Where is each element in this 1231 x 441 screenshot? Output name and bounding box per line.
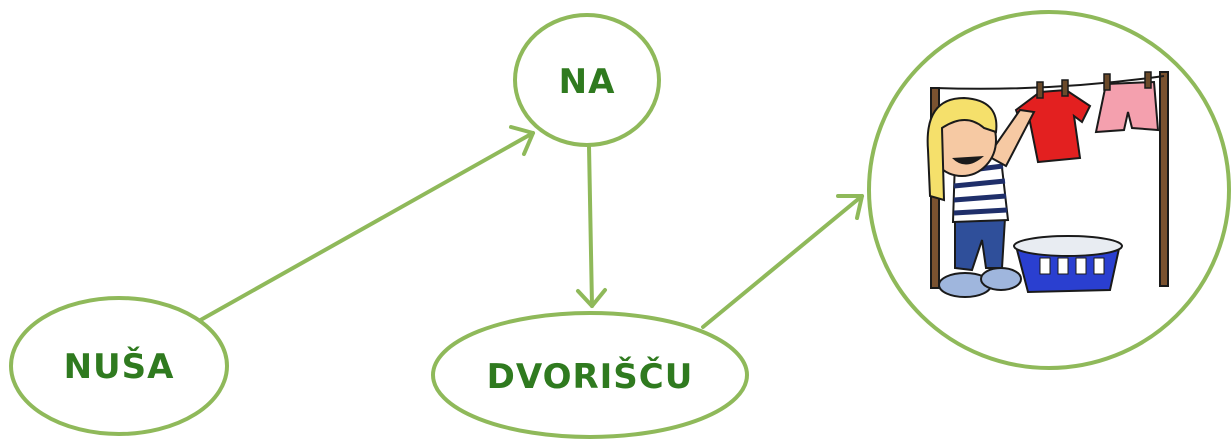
node-dvoriscu: DVORIŠČU <box>431 311 749 439</box>
arrow-nusa-to-na <box>195 125 535 324</box>
node-na-label: NA <box>559 62 616 102</box>
node-picture <box>867 10 1231 370</box>
node-nusa-label: NUŠA <box>64 346 175 387</box>
arrow-dvoriscu-to-picture <box>701 194 864 329</box>
arrow-na-to-dvoriscu <box>576 144 607 308</box>
node-dvoriscu-label: DVORIŠČU <box>487 356 694 397</box>
node-na: NA <box>513 13 661 147</box>
node-nusa: NUŠA <box>9 296 229 436</box>
girl-hanging-laundry-icon <box>926 71 1169 298</box>
